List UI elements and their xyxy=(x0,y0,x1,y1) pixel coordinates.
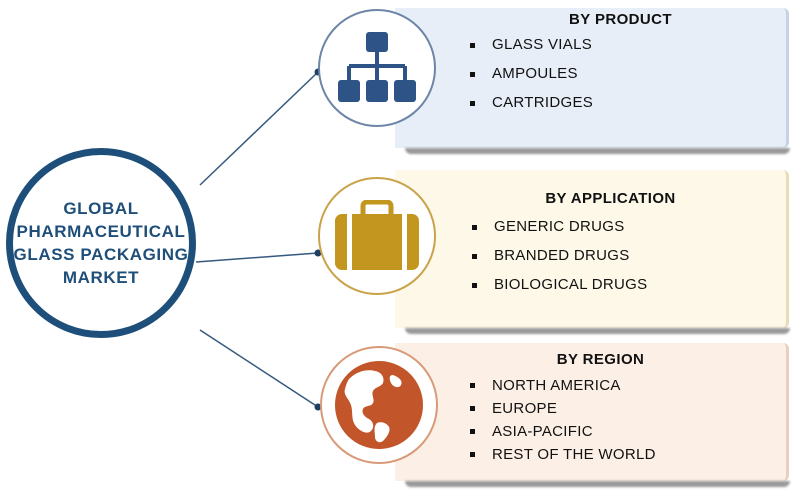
bullet-icon xyxy=(470,406,475,411)
icon-circle-application xyxy=(318,177,436,295)
icon-circle-region xyxy=(320,346,438,464)
list-item-label: BRANDED DRUGS xyxy=(494,247,630,264)
list-item-label: GLASS VIALS xyxy=(492,36,593,53)
list-item-label: CARTRIDGES xyxy=(492,94,594,111)
bullet-icon xyxy=(470,101,475,106)
list-item: ASIA-PACIFIC xyxy=(470,423,656,446)
list-item-label: REST OF THE WORLD xyxy=(492,446,656,463)
segment-items: NORTH AMERICA EUROPE ASIA-PACIFIC REST O… xyxy=(470,377,656,469)
hub-circle: GLOBAL PHARMACEUTICAL GLASS PACKAGING MA… xyxy=(6,148,196,338)
bullet-icon xyxy=(470,72,475,77)
globe-icon xyxy=(335,361,423,449)
bullet-icon xyxy=(470,43,475,48)
segment-panel-application: BY APPLICATION GENERIC DRUGS BRANDED DRU… xyxy=(395,170,789,328)
list-item: BIOLOGICAL DRUGS xyxy=(472,276,647,305)
list-item: NORTH AMERICA xyxy=(470,377,656,400)
bullet-icon xyxy=(472,225,477,230)
briefcase-icon xyxy=(335,200,419,270)
segment-heading: BY APPLICATION xyxy=(545,190,676,207)
segment-heading: BY REGION xyxy=(556,351,645,368)
list-item-label: AMPOULES xyxy=(492,65,578,82)
segment-items: GLASS VIALS AMPOULES CARTRIDGES xyxy=(470,36,593,123)
list-item-label: EUROPE xyxy=(492,400,558,417)
list-item-label: BIOLOGICAL DRUGS xyxy=(494,276,648,293)
hierarchy-icon xyxy=(338,32,416,102)
list-item: REST OF THE WORLD xyxy=(470,446,656,469)
icon-circle-product xyxy=(318,9,436,127)
list-item-label: ASIA-PACIFIC xyxy=(492,423,593,440)
bullet-icon xyxy=(472,283,477,288)
bullet-icon xyxy=(472,254,477,259)
segment-items: GENERIC DRUGS BRANDED DRUGS BIOLOGICAL D… xyxy=(472,218,647,305)
list-item-label: NORTH AMERICA xyxy=(492,377,621,394)
list-item: AMPOULES xyxy=(470,65,593,94)
connector-product xyxy=(199,71,319,186)
connector-region xyxy=(199,329,319,408)
hub-title: GLOBAL PHARMACEUTICAL GLASS PACKAGING MA… xyxy=(13,199,189,287)
bullet-icon xyxy=(470,452,475,457)
connector-dot-region xyxy=(314,403,322,411)
segment-panel-product: BY PRODUCT GLASS VIALS AMPOULES CARTRIDG… xyxy=(395,8,789,148)
list-item: BRANDED DRUGS xyxy=(472,247,647,276)
segment-panel-region: BY REGION NORTH AMERICA EUROPE ASIA-PACI… xyxy=(395,343,789,481)
bullet-icon xyxy=(470,429,475,434)
list-item-label: GENERIC DRUGS xyxy=(494,218,625,235)
list-item: GENERIC DRUGS xyxy=(472,218,647,247)
segment-heading: BY PRODUCT xyxy=(569,11,672,28)
bullet-icon xyxy=(470,383,475,388)
connector-application xyxy=(195,252,319,263)
list-item: GLASS VIALS xyxy=(470,36,593,65)
list-item: EUROPE xyxy=(470,400,656,423)
list-item: CARTRIDGES xyxy=(470,94,593,123)
